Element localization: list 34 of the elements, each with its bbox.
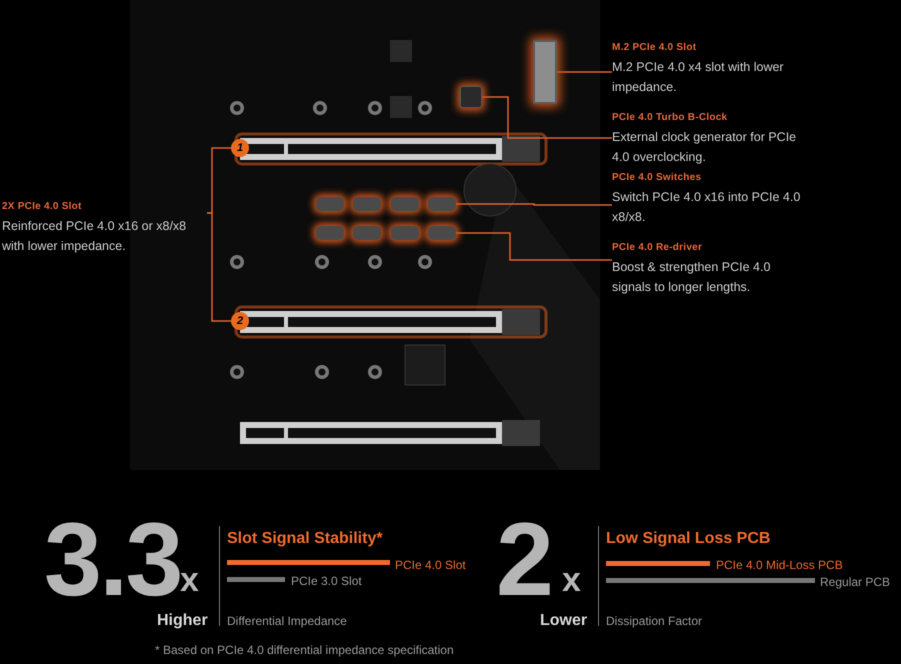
callout-text: Reinforced PCIe 4.0 x16 or x8/x8 with lower impedance. (2, 218, 188, 255)
callout-heading: PCIe 4.0 Turbo B-Clock (612, 111, 728, 125)
bar-label: PCIe 3.0 Slot (291, 573, 362, 590)
stat-value: 2 (496, 508, 554, 612)
axis-caption: Dissipation Factor (606, 613, 702, 630)
callout-heading: PCIe 4.0 Switches (612, 171, 702, 185)
leader-line (557, 71, 612, 73)
stat-caption: Higher (157, 611, 208, 631)
stat-value: 3.3 (44, 508, 181, 612)
stat-unit: x (562, 563, 581, 597)
clock-chip (460, 86, 482, 108)
chip-row (316, 195, 456, 213)
leader-line (456, 232, 612, 261)
stat-caption: Lower (540, 611, 588, 631)
callout-heading: 2X PCIe 4.0 Slot (2, 200, 83, 214)
callout-text: M.2 PCIe 4.0 x4 slot with lower impedance. (612, 59, 785, 96)
leader-line (482, 96, 612, 139)
callout-heading: PCIe 4.0 Re-driver (612, 241, 704, 255)
bar-label: PCIe 4.0 Slot (395, 557, 466, 574)
bar-label: PCIe 4.0 Mid-Loss PCB (716, 557, 843, 574)
m2-slot (533, 40, 557, 104)
footnote: * Based on PCIe 4.0 differential impedance specification (155, 642, 454, 659)
callout-text: Boost & strengthen PCIe 4.0 signals to longer lengths. (612, 259, 772, 296)
callout-text: Switch PCIe 4.0 x16 into PCIe 4.0 x8/x8. (612, 189, 802, 226)
callout-text: External clock generator for PCIe 4.0 overclocking. (612, 129, 798, 166)
stat-heading: Low Signal Loss PCB (606, 529, 770, 549)
leader-line (456, 203, 612, 206)
leader-line (207, 212, 231, 322)
stat-unit: x (180, 563, 199, 597)
axis-caption: Differential Impedance (227, 613, 347, 630)
chip-row (316, 224, 456, 242)
bar-label: Regular PCB (820, 574, 890, 591)
stat-heading: Slot Signal Stability* (227, 529, 383, 549)
callout-heading: M.2 PCIe 4.0 Slot (612, 41, 698, 55)
